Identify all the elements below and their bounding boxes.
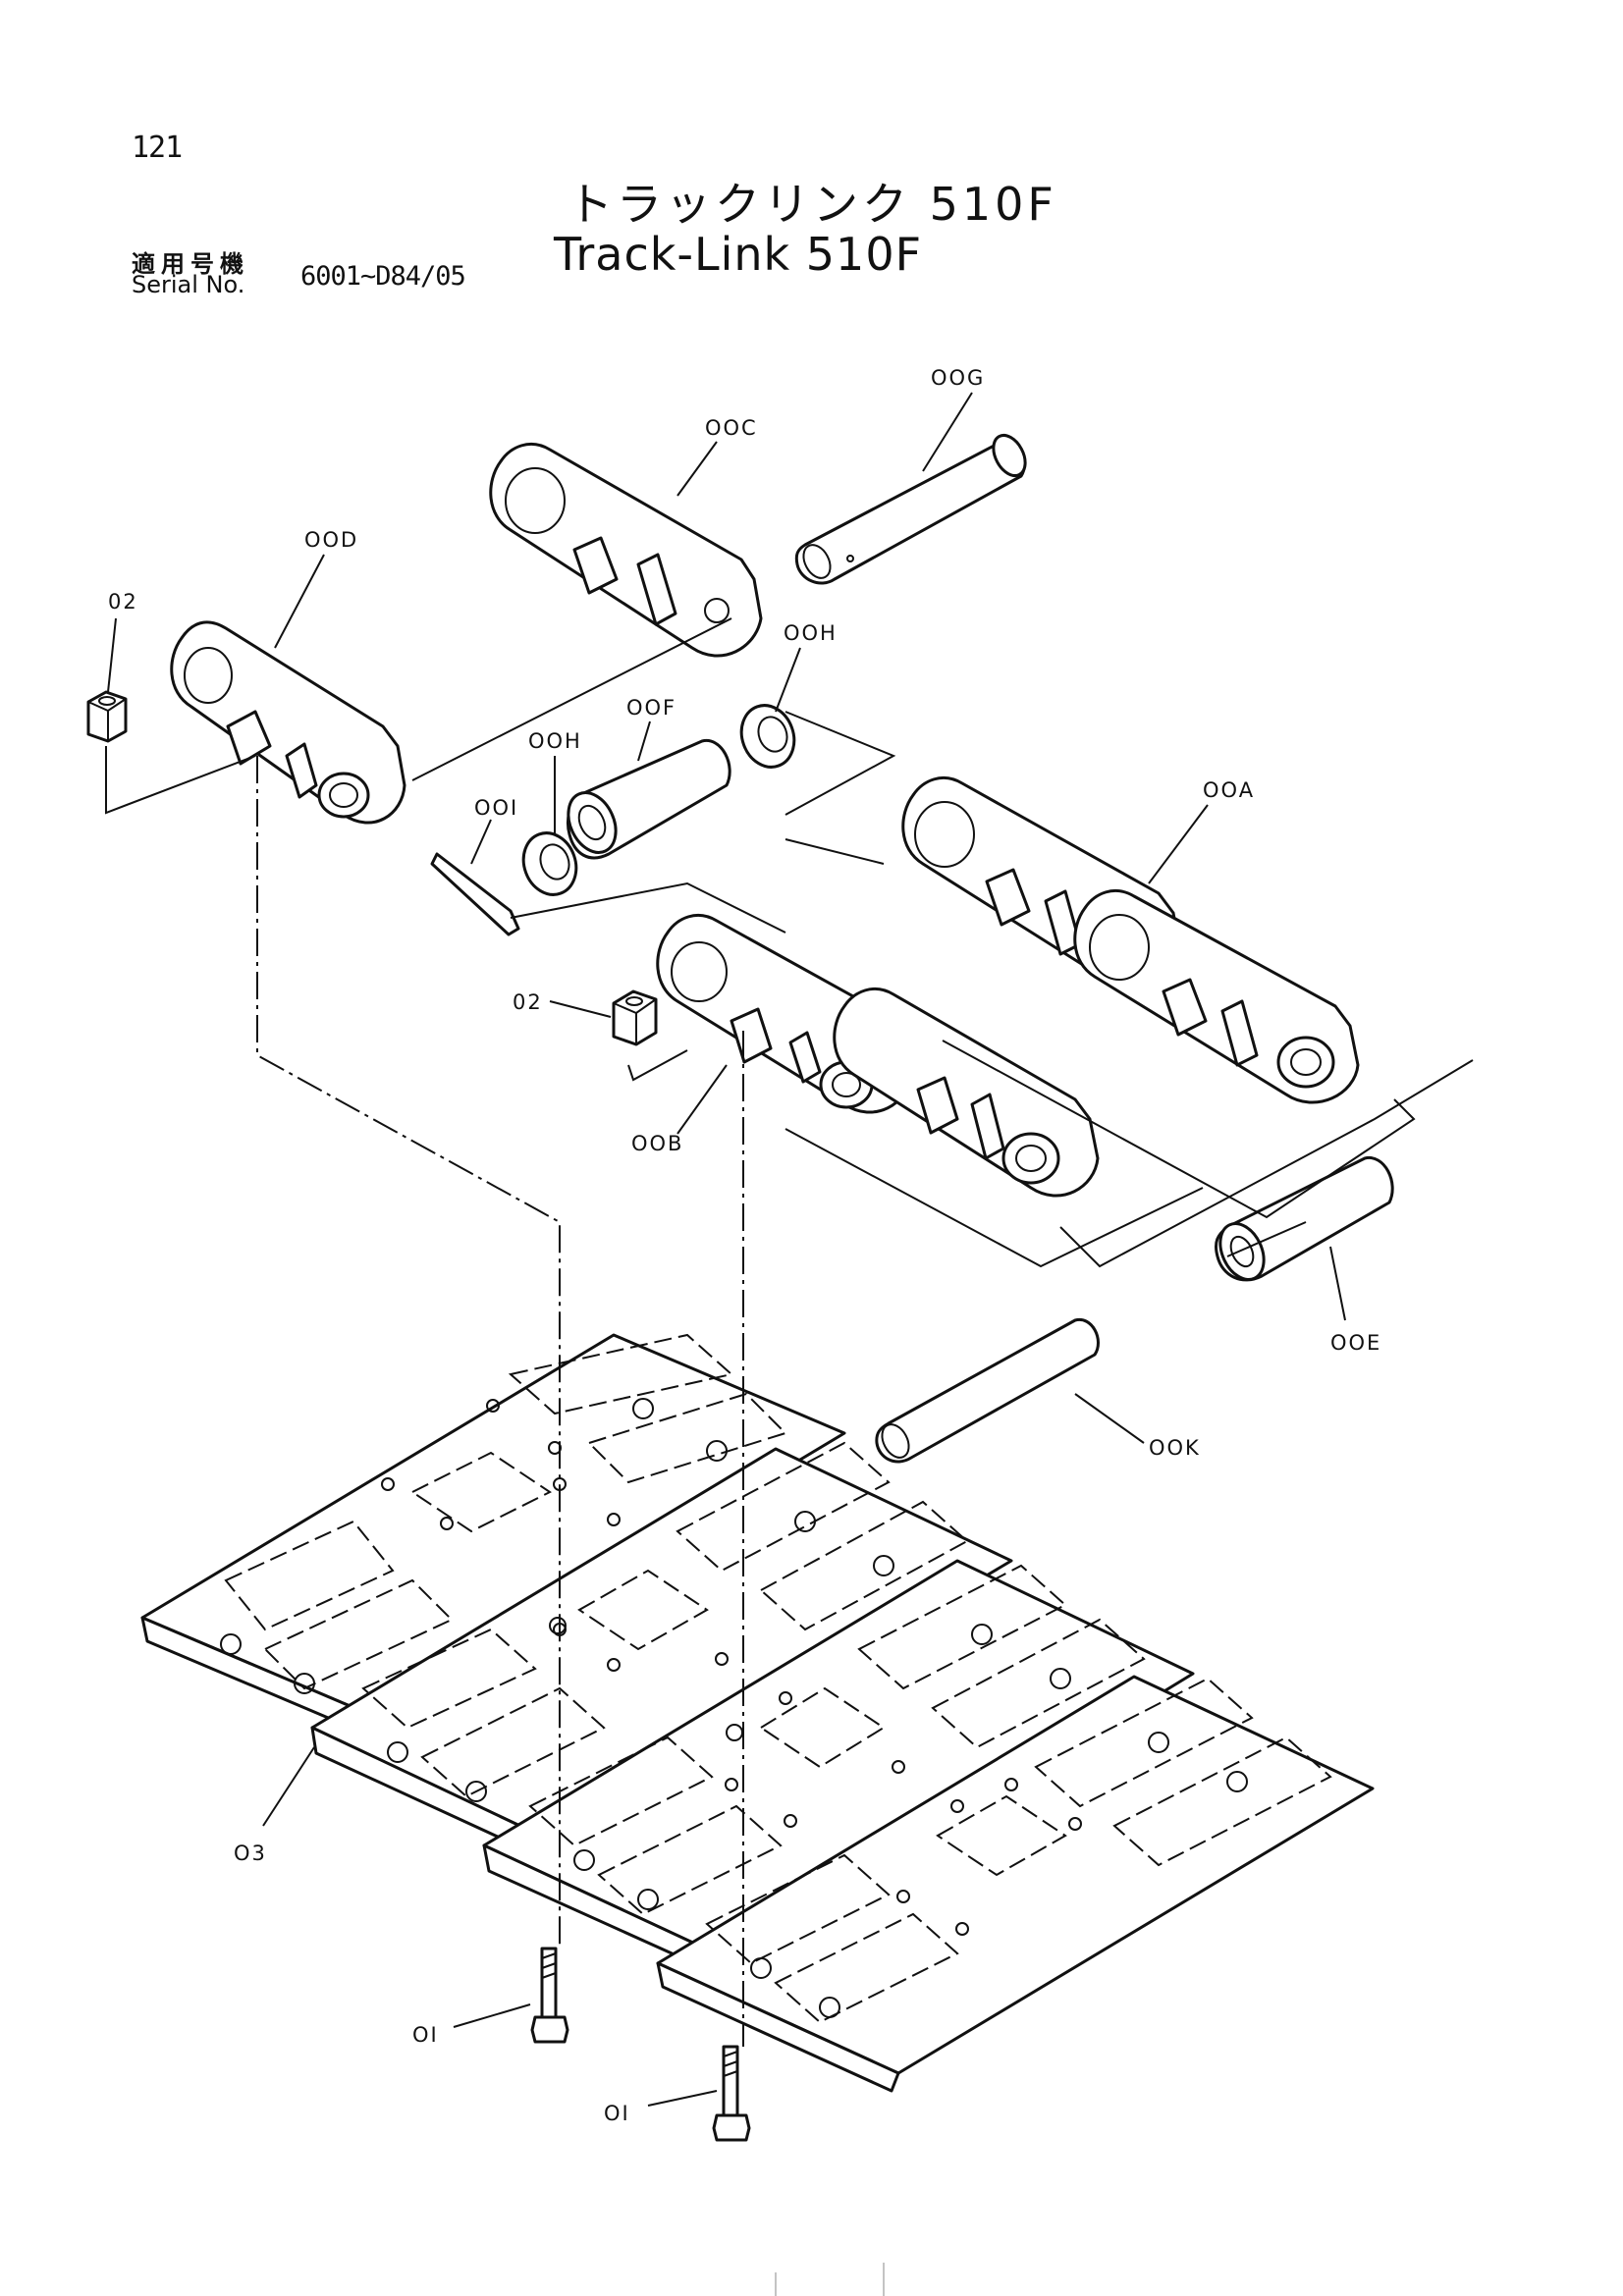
callout-00B: OOB <box>631 1132 683 1155</box>
callout-00G: OOG <box>931 366 985 390</box>
nut-02-center <box>612 989 658 1046</box>
title-english: Track-Link 510F <box>554 228 923 281</box>
callout-00K: OOK <box>1149 1436 1201 1460</box>
callout-00C: OOC <box>705 416 758 440</box>
bolt-01-right <box>712 2045 751 2142</box>
track-link-00D <box>170 620 406 825</box>
serial-number-range: 6001~D84/05 <box>300 261 466 292</box>
track-link-00A <box>901 776 1360 1104</box>
callout-02-center: 02 <box>513 990 543 1014</box>
nut-02-left <box>86 690 128 743</box>
bushing-00F <box>566 739 731 860</box>
callout-leader-lines <box>107 392 1346 2107</box>
pin-00G <box>794 433 1027 585</box>
seal-00H-right <box>739 704 796 769</box>
callout-00E: OOE <box>1330 1331 1381 1355</box>
title-japanese: トラックリンク 510F <box>568 178 1057 231</box>
callout-00D: OOD <box>304 528 358 552</box>
callout-02-left: 02 <box>108 590 138 614</box>
callout-00H-left: OOH <box>528 729 582 753</box>
callout-00H-right: OOH <box>784 621 838 645</box>
callout-00F: OOF <box>626 696 676 720</box>
track-link-00B <box>656 914 1100 1198</box>
callout-01-left: OI <box>412 2023 439 2047</box>
serial-label-japanese: 適用号機 <box>132 250 249 278</box>
spring-pin-00I <box>430 852 520 936</box>
pin-00K <box>875 1317 1100 1464</box>
callout-00I: OOI <box>474 796 518 820</box>
callout-00A: OOA <box>1203 778 1255 802</box>
callout-03: O3 <box>234 1842 267 1865</box>
bushing-00E <box>1214 1156 1394 1282</box>
track-shoe-plates <box>140 1333 1375 2093</box>
scan-artifacts <box>775 2263 885 2296</box>
assembly-guide-lines <box>105 617 1474 2047</box>
track-link-00C <box>489 443 763 658</box>
bolt-01-left <box>530 1947 569 2044</box>
callout-01-right: OI <box>604 2102 630 2125</box>
seal-00H-left <box>521 831 578 896</box>
serial-label-english: Serial No. <box>132 271 245 298</box>
page-number: 121 <box>132 131 183 165</box>
